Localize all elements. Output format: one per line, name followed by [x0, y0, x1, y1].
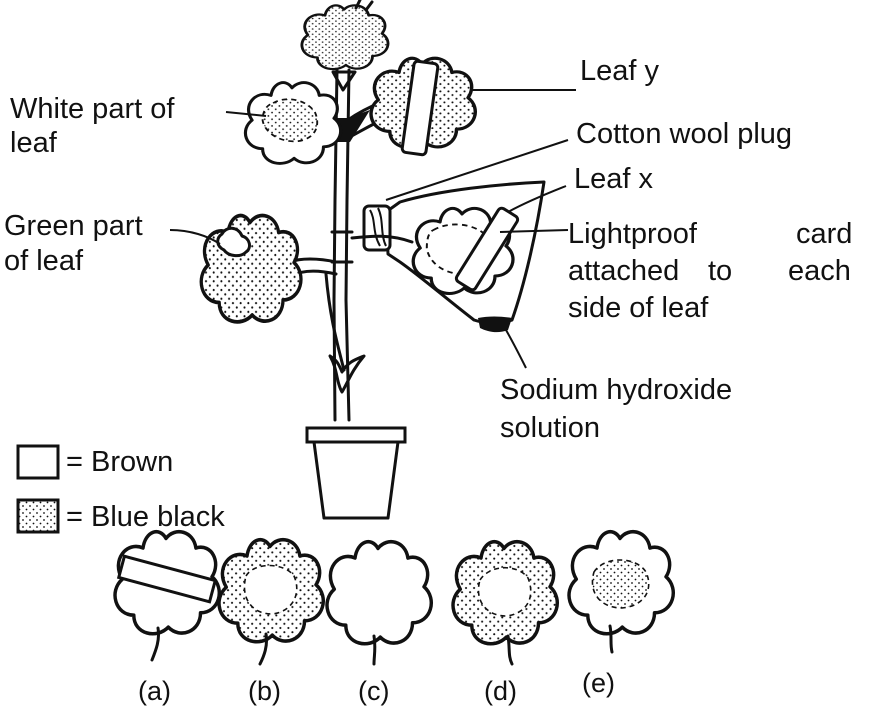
legend: = Brown = Blue black — [16, 444, 225, 534]
label-lightproof-line3: side of leaf — [568, 292, 709, 324]
leader-sodium — [505, 329, 527, 369]
label-lightproof-w4: to — [708, 255, 732, 287]
option-leaf-e — [567, 529, 676, 654]
label-sodium-line2: solution — [500, 412, 600, 444]
lower-stem-curve — [324, 272, 346, 372]
top-bud-base — [331, 70, 357, 92]
leader-leaf-x — [507, 185, 567, 213]
label-lightproof-w5: each — [788, 255, 851, 287]
pot-body — [312, 440, 400, 520]
option-leaves — [113, 529, 676, 666]
label-white-part-line2: leaf — [10, 127, 58, 159]
legend-brown-swatch — [16, 444, 60, 480]
leaf-y-card — [400, 59, 440, 157]
option-leaf-c — [325, 539, 434, 666]
label-cotton-wool-plug: Cotton wool plug — [576, 118, 792, 150]
legend-brown-label: = Brown — [66, 446, 173, 478]
option-leaf-a — [113, 529, 222, 662]
flask-body — [384, 180, 546, 325]
label-leaf-x: Leaf x — [574, 163, 653, 195]
legend-blue-black-swatch — [16, 498, 60, 534]
green-part-leaf — [199, 213, 303, 324]
leaf-x-stalk — [350, 234, 414, 244]
sodium-hydroxide-liquid — [478, 316, 512, 333]
label-leaf-y: Leaf y — [580, 55, 659, 87]
top-leaf — [300, 3, 390, 71]
label-green-part-line2: of leaf — [4, 245, 84, 277]
label-white-part-line1: White part of — [10, 93, 175, 125]
leader-green-part — [169, 229, 221, 245]
option-leaf-b — [217, 537, 326, 666]
flask-apparatus — [350, 180, 546, 333]
label-lightproof-w3: attached — [568, 255, 679, 287]
option-label-e: (e) — [582, 668, 615, 698]
option-label-b: (b) — [248, 676, 281, 706]
label-lightproof-w2: card — [796, 218, 852, 250]
legend-blue-black-label: = Blue black — [66, 501, 225, 533]
pot — [305, 426, 407, 520]
leaf-x-card — [454, 206, 520, 292]
green-leaf-white-tip — [216, 226, 251, 258]
top-leaf-tips — [354, 0, 374, 12]
cotton-wool-plug — [362, 204, 392, 252]
option-label-d: (d) — [484, 676, 517, 706]
leader-white-part — [225, 111, 267, 117]
leader-lines — [169, 89, 576, 369]
label-green-part-line1: Green part — [4, 210, 143, 242]
label-sodium-line1: Sodium hydroxide — [500, 374, 732, 406]
leader-cotton-wool — [385, 139, 569, 201]
option-label-a: (a) — [138, 676, 171, 706]
lower-bract — [328, 354, 366, 394]
white-part-leaf — [243, 81, 343, 165]
option-leaf-d — [451, 539, 560, 666]
leader-lightproof — [499, 229, 569, 233]
cotton-wool-texture — [369, 207, 387, 247]
option-label-c: (c) — [358, 676, 389, 706]
label-lightproof-w1: Lightproof — [568, 218, 698, 250]
pot-rim — [305, 426, 407, 444]
